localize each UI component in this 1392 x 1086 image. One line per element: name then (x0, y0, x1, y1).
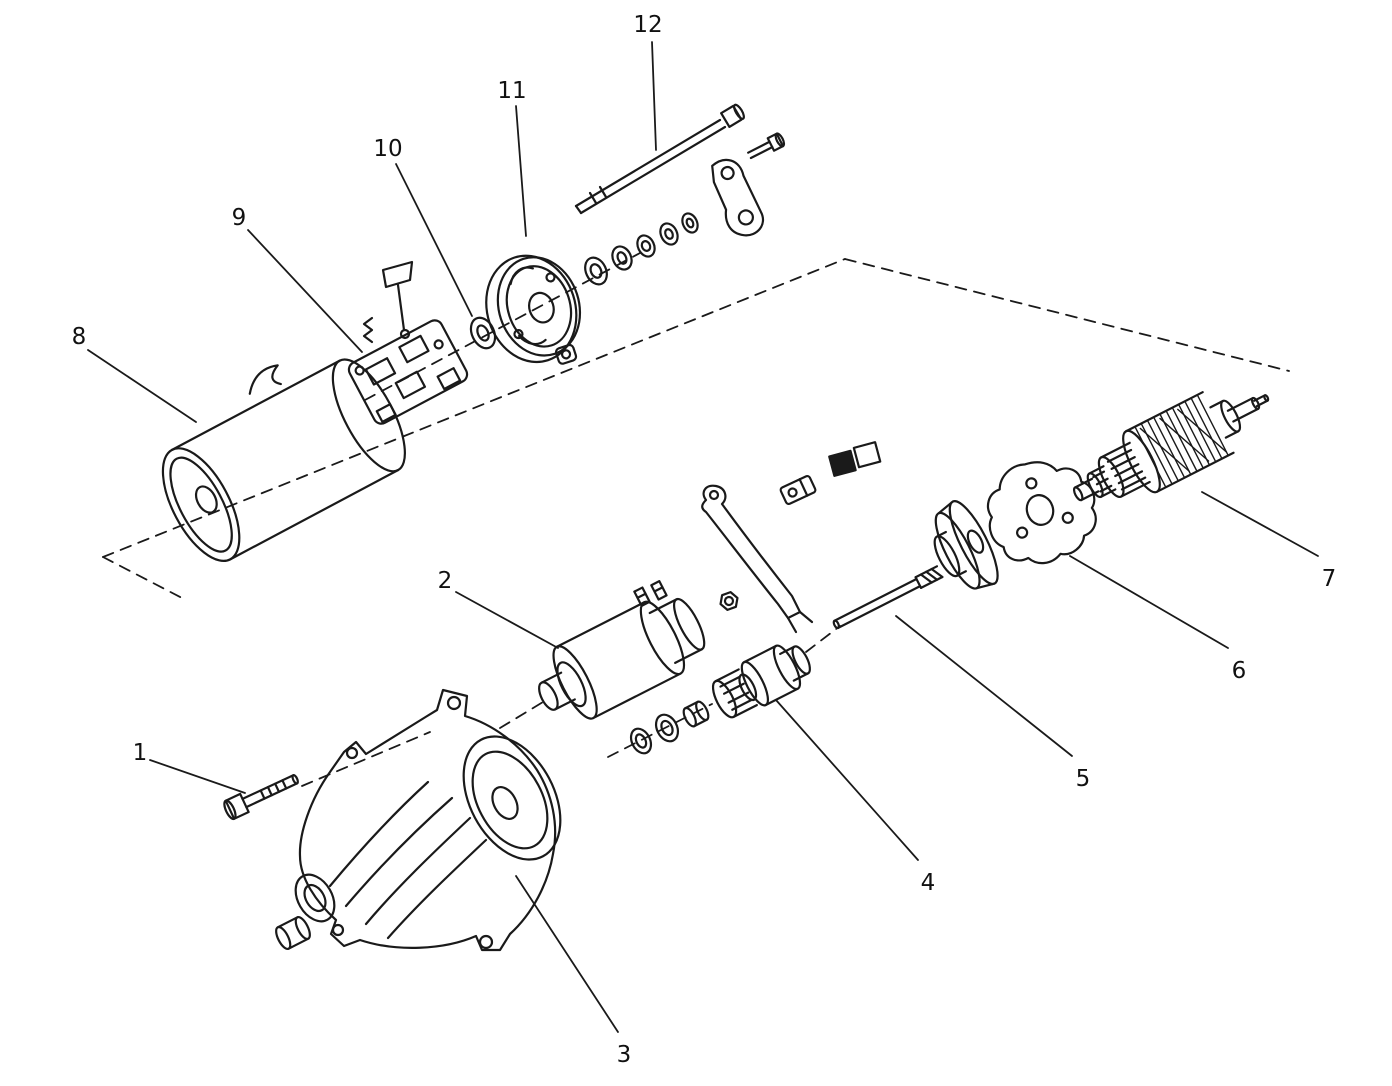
brush-spring-flag (381, 260, 414, 289)
callout-label-7: 7 (1322, 566, 1337, 592)
leader-line-9 (247, 229, 363, 353)
leader-line-3 (515, 875, 619, 1033)
callout-label-1: 1 (133, 740, 148, 766)
callout-label-6: 6 (1232, 658, 1247, 684)
spacer (682, 700, 710, 728)
field-lead-wire (248, 364, 282, 395)
terminal-bracket (711, 158, 765, 237)
lever-clip (779, 474, 817, 506)
callout-label-5: 5 (1076, 766, 1091, 792)
rib (386, 838, 488, 940)
callout-label-3: 3 (617, 1042, 632, 1068)
fork-prongs (786, 610, 814, 634)
leader-line-11 (515, 105, 527, 237)
callout-label-2: 2 (438, 568, 453, 594)
part-11-end-cap (485, 254, 582, 365)
shift-lever (701, 484, 814, 634)
part-12-through-bolt (574, 103, 745, 215)
nose-opening (294, 873, 336, 923)
leader-line-7 (1201, 491, 1319, 557)
part-7-armature (1072, 391, 1270, 502)
leader-line-1 (149, 759, 246, 794)
part-3-drive-housing (294, 688, 562, 952)
leader-line-5 (895, 615, 1073, 757)
callout-labels: 1 2 3 4 5 6 7 8 9 10 11 12 (72, 12, 1337, 1068)
callout-label-11: 11 (497, 78, 526, 104)
callout-label-9: 9 (232, 205, 247, 231)
brush-spring-zigzag (362, 316, 374, 344)
part-1-bolt (223, 774, 299, 821)
leader-line-6 (1069, 555, 1229, 649)
part-2-solenoid (538, 580, 706, 720)
part-4-drive-pinion (711, 644, 811, 719)
core-laminations (1134, 395, 1229, 488)
part-6-center-plate (986, 461, 1097, 565)
snap-ring (629, 727, 653, 755)
part-8-motor-housing (161, 358, 406, 562)
rib (328, 780, 430, 888)
leader-line-2 (455, 591, 559, 649)
callout-label-10: 10 (373, 136, 402, 162)
leader-line-12 (651, 41, 657, 151)
leader-lines (87, 41, 1319, 1033)
callout-label-8: 8 (72, 324, 87, 350)
part-5-shaft (832, 565, 944, 630)
rib (364, 816, 472, 926)
callout-label-4: 4 (921, 870, 936, 896)
rib (344, 796, 454, 908)
brush-block (828, 441, 882, 477)
bore-opening (462, 735, 562, 861)
insulator-washers (584, 212, 699, 286)
leader-line-4 (775, 699, 919, 861)
bushing (275, 915, 311, 951)
leader-line-8 (87, 349, 197, 423)
terminal-screw (747, 132, 786, 160)
thrust-washer (654, 713, 680, 743)
callout-label-12: 12 (633, 12, 662, 38)
part-9-brush-holder (347, 260, 469, 425)
terminal-nut (719, 591, 739, 611)
leader-line-10 (395, 163, 473, 317)
stop-collar (933, 500, 999, 590)
